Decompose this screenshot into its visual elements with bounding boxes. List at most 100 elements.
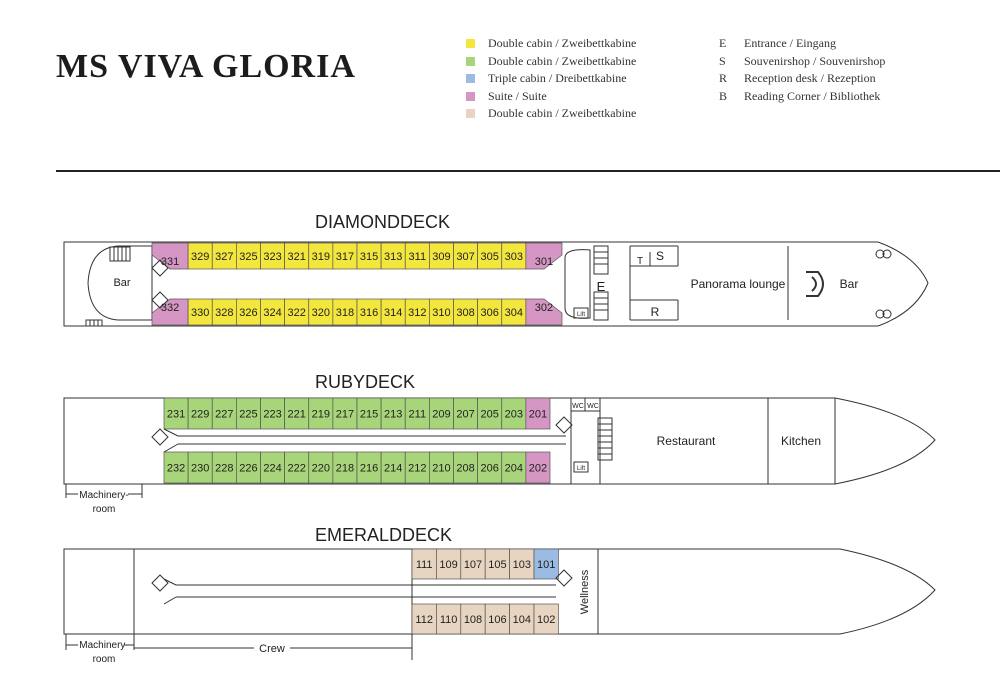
cabin-308: [453, 298, 478, 326]
cabin-number: 212: [408, 463, 426, 475]
diamond-s-label: S: [656, 249, 664, 263]
restaurant-label: Restaurant: [657, 434, 716, 448]
legend-key-item: R Reception desk / Rezeption: [719, 70, 885, 88]
ruby-hull-outline: [63, 397, 936, 485]
diamond-entrance-area: [564, 249, 591, 319]
legend-label: Double cabin / Zweibettkabine: [488, 53, 637, 68]
cabin-number: 218: [336, 463, 354, 475]
cabin-number: 222: [288, 463, 306, 475]
corridor-wall: [163, 443, 179, 453]
cabin-211: [404, 397, 430, 430]
cabin-330: [187, 298, 213, 326]
cabin-number: 311: [409, 251, 427, 263]
legend-swatch: [466, 56, 475, 66]
diamond-r-label: R: [651, 305, 660, 319]
emerald-deck: [63, 548, 936, 635]
diamond-bar-aft-label: Bar: [113, 277, 130, 289]
cabin-320: [308, 298, 334, 326]
stairs-icon: [151, 428, 169, 446]
diamond-deck: [63, 241, 929, 327]
legend-cabin-item: Triple cabin / Dreibettkabine: [466, 70, 636, 88]
legend-key-letter: B: [719, 88, 728, 103]
legend-key-letter: R: [719, 71, 728, 86]
stairs-icon: [151, 574, 169, 592]
cabin-112: [411, 603, 437, 635]
diamond-t-label: T: [637, 256, 643, 267]
cabin-202: [525, 451, 551, 484]
legend-label: Double cabin / Zweibettkabine: [488, 36, 637, 51]
cabin-number: 107: [464, 559, 482, 571]
cabin-328: [211, 298, 237, 326]
cabin-number: 112: [415, 614, 433, 626]
cabin-number: 315: [360, 251, 378, 263]
cabin-209: [429, 397, 454, 430]
cabin-number: 210: [432, 463, 450, 475]
diamond-entrance-label: E: [597, 279, 606, 294]
legend-swatch: [466, 39, 475, 49]
cabin-number: 320: [312, 307, 330, 319]
cabin-316: [356, 298, 382, 326]
cabin-number: 207: [456, 409, 474, 421]
cabin-number: 323: [263, 251, 281, 263]
cabin-324: [260, 298, 285, 326]
diamond-deck-title: DIAMONDDECK: [315, 212, 451, 232]
cabin-323: [260, 242, 285, 270]
cabin-number: 332: [161, 302, 179, 314]
ruby-machinery-label: Machinery-: [79, 490, 128, 501]
stairs-icon: [151, 259, 169, 277]
cabin-number: 305: [481, 251, 499, 263]
cabin-number: 219: [312, 409, 330, 421]
crew-label: Crew: [259, 643, 285, 655]
ruby-lift-label: Lift: [577, 466, 585, 472]
panorama-lounge-label: Panorama lounge: [691, 277, 786, 291]
cabin-301: [525, 242, 563, 270]
corridors: [151, 259, 573, 605]
cabin-214: [380, 451, 406, 484]
legend-label: Triple cabin / Dreibettkabine: [488, 71, 627, 86]
cabin-111: [411, 548, 437, 580]
cabin-number: 301: [535, 256, 553, 268]
cabin-number: 330: [191, 307, 209, 319]
cabin-number: 324: [263, 307, 281, 319]
page-title: MS VIVA GLORIA: [56, 48, 356, 85]
legend-cabin-item: Double cabin / Zweibettkabine: [466, 35, 636, 53]
diamond-hull-outline: [63, 241, 929, 327]
cabin-303: [501, 242, 527, 270]
cabin-number: 228: [215, 463, 233, 475]
cabin-number: 216: [360, 463, 378, 475]
cabin-number: 227: [215, 409, 233, 421]
cabin-number: 209: [432, 409, 450, 421]
cabin-number: 306: [481, 307, 499, 319]
legend-key-label: Reception desk / Rezeption: [744, 71, 876, 86]
legend-swatch: [466, 74, 475, 84]
cabin-number: 108: [464, 614, 482, 626]
corridor-wall: [163, 428, 179, 437]
cabin-number: 206: [481, 463, 499, 475]
cabin-number: 204: [505, 463, 523, 475]
cabin-number: 319: [312, 251, 330, 263]
cabin-106: [484, 603, 510, 635]
cabin-322: [284, 298, 310, 326]
legend-label: Double cabin / Zweibettkabine: [488, 106, 637, 121]
emerald-hull-outline: [63, 548, 936, 635]
cabin-217: [332, 397, 358, 430]
cabin-number: 110: [440, 614, 458, 626]
cabin-number: 313: [384, 251, 402, 263]
cabin-number: 308: [456, 307, 474, 319]
cabin-213: [380, 397, 406, 430]
cabin-108: [460, 603, 486, 635]
cabin-number: 303: [505, 251, 523, 263]
ruby-wc-label-1: WC: [572, 403, 584, 410]
cabin-216: [356, 451, 382, 484]
cabin-232: [163, 451, 189, 484]
kitchen-label: Kitchen: [781, 434, 821, 448]
cabin-number: 105: [488, 559, 506, 571]
cabin-number: 225: [239, 409, 257, 421]
cabin-225: [236, 397, 261, 430]
legend-cabin-item: Double cabin / Zweibettkabine: [466, 105, 636, 123]
